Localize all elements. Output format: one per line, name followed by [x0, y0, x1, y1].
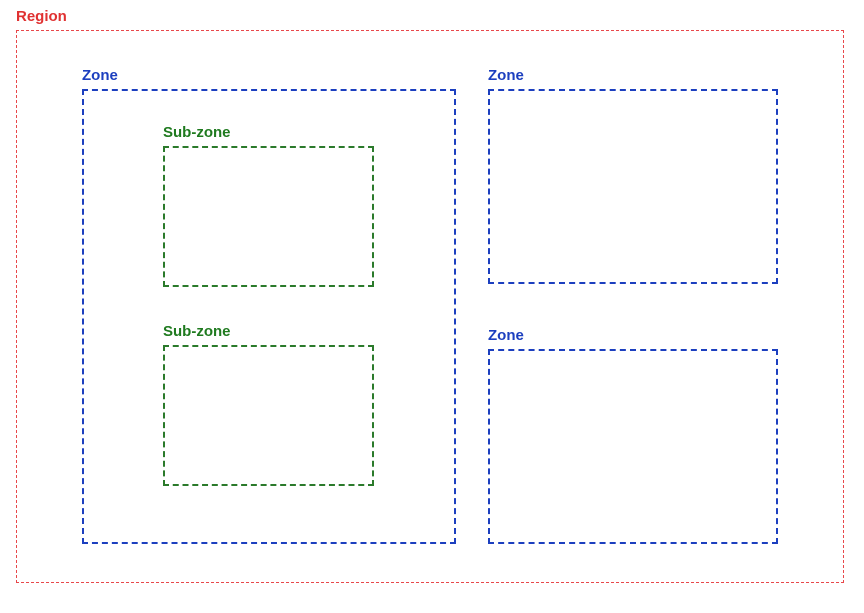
subzone-box-top [163, 146, 374, 287]
subzone-box-bottom [163, 345, 374, 486]
zone-label-top-right: Zone [488, 67, 524, 84]
zone-box-bottom-right [488, 349, 778, 544]
zone-label-bottom-right: Zone [488, 327, 524, 344]
zone-box-left [82, 89, 456, 544]
zone-box-top-right [488, 89, 778, 284]
zone-label-left: Zone [82, 67, 118, 84]
subzone-label-bottom: Sub-zone [163, 323, 231, 340]
region-box [16, 30, 844, 583]
subzone-label-top: Sub-zone [163, 124, 231, 141]
region-label: Region [16, 8, 67, 25]
